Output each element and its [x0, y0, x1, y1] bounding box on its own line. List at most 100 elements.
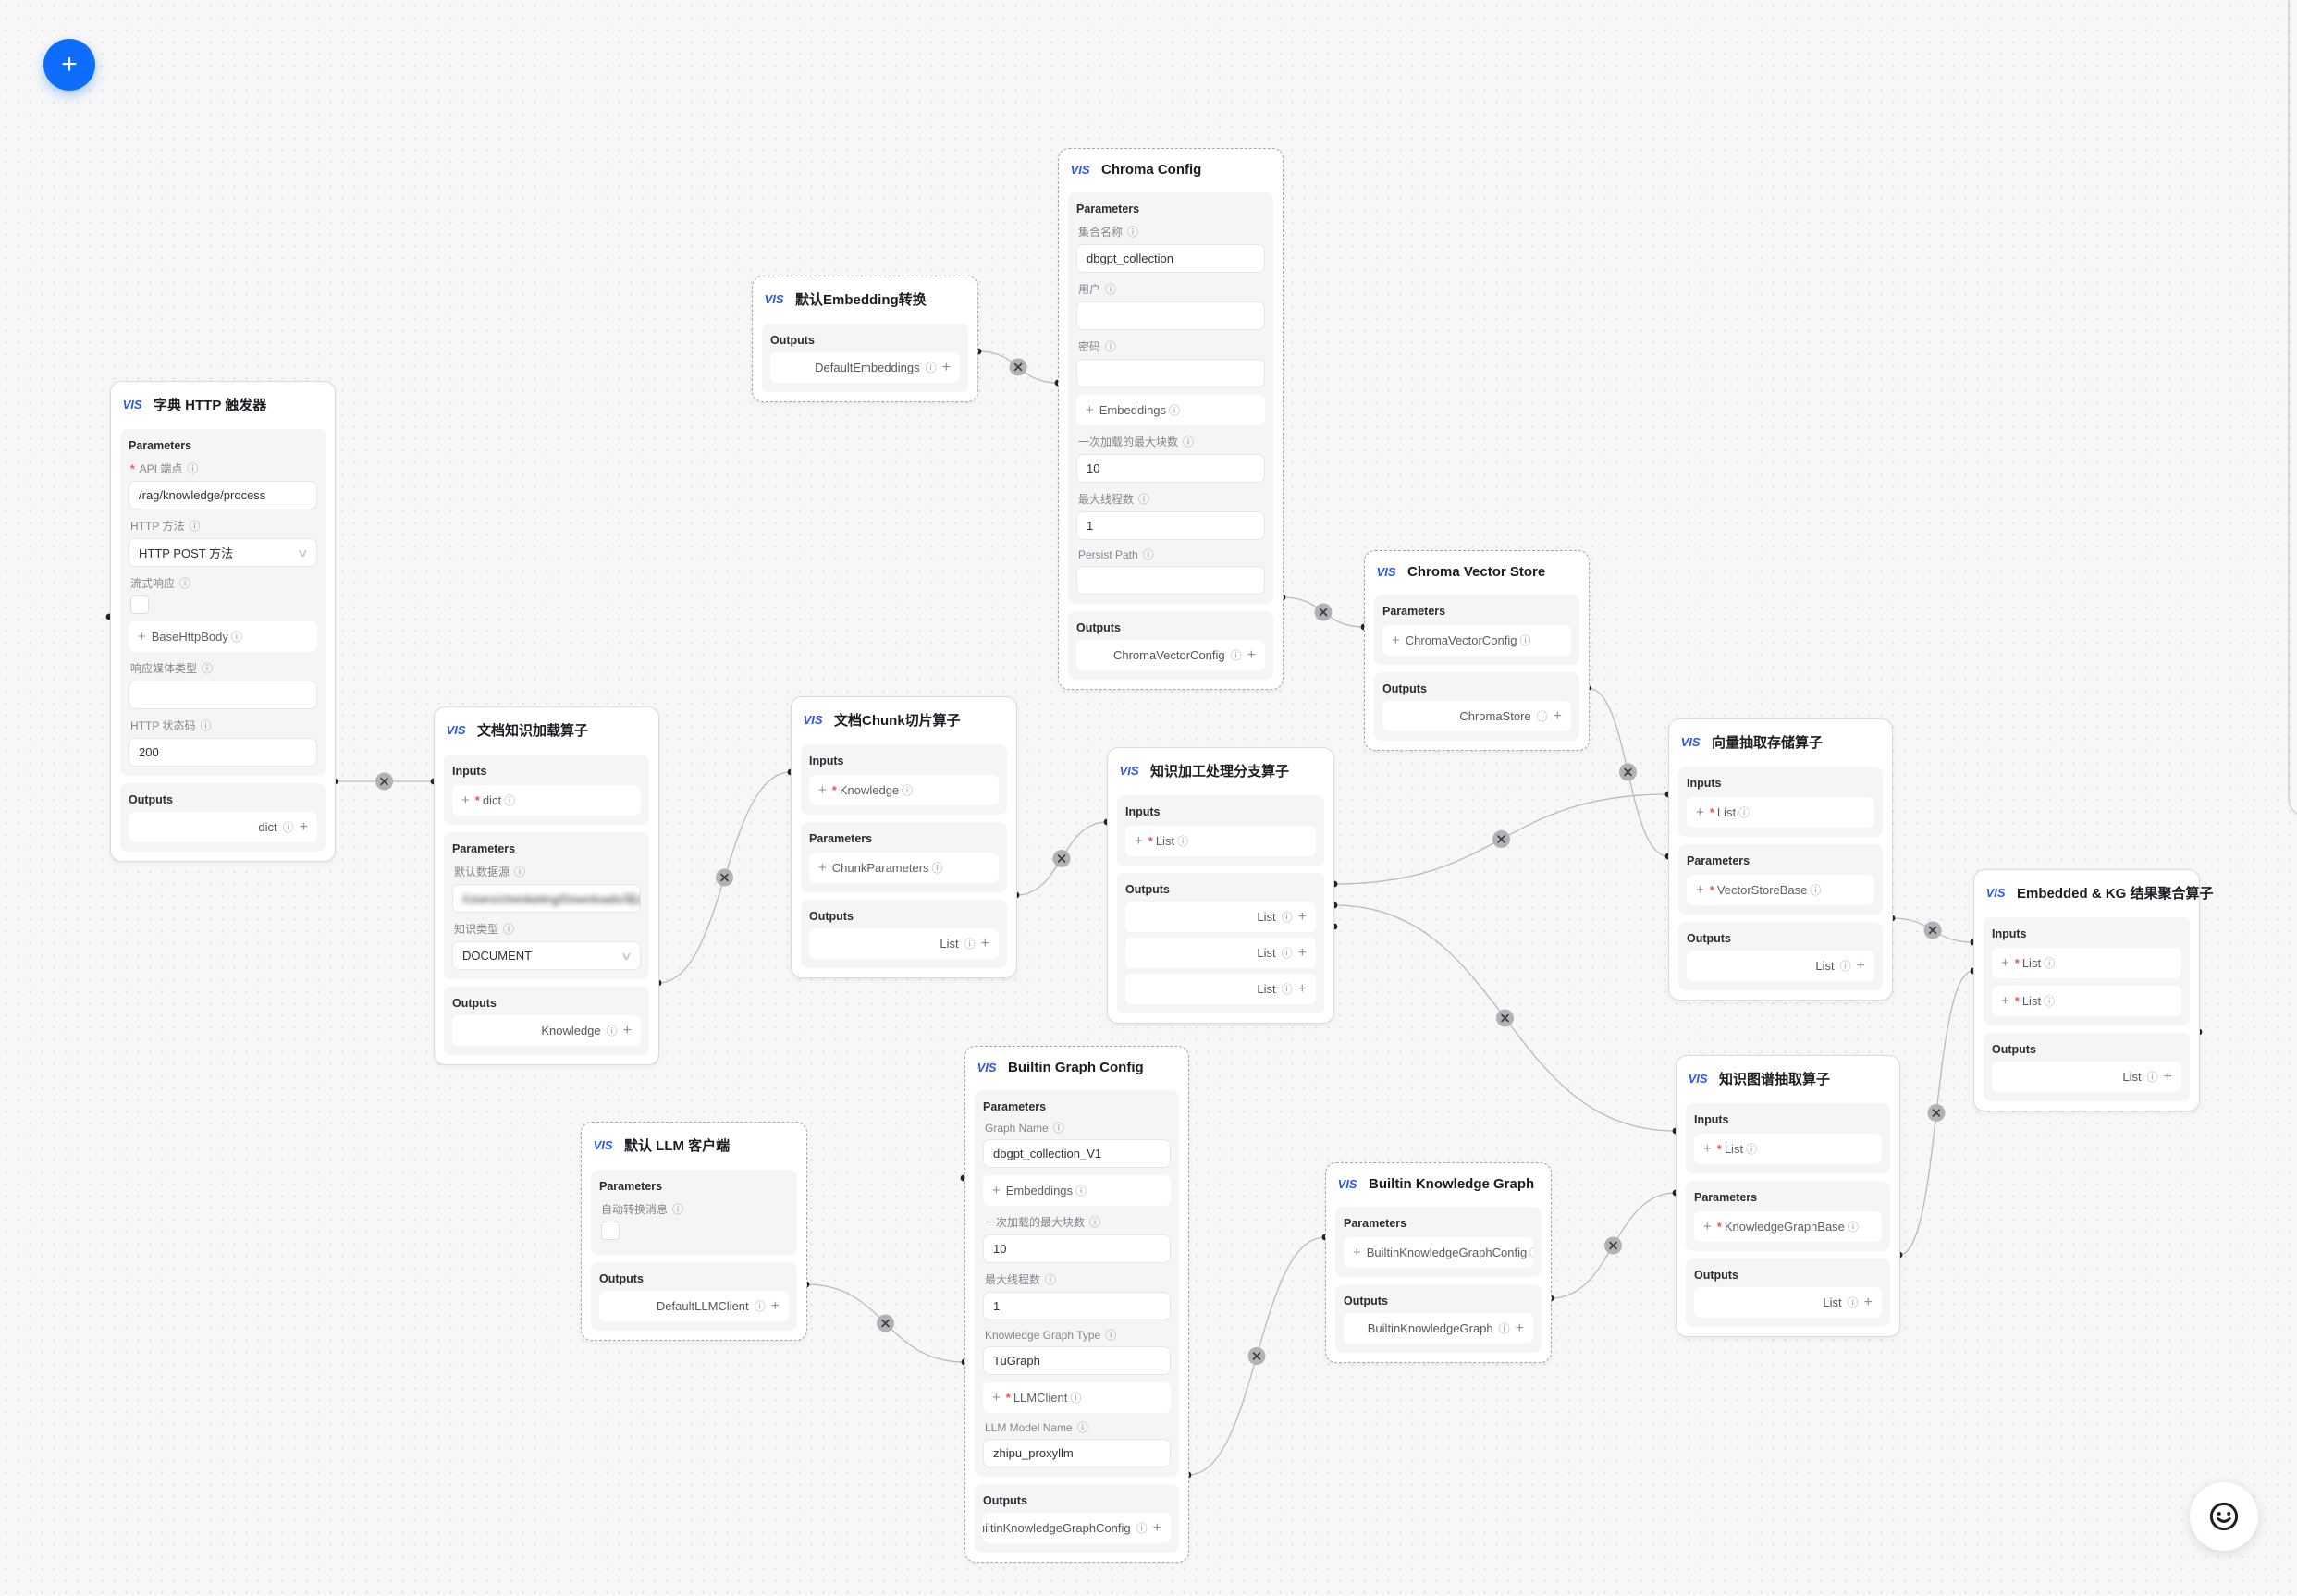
input-handle-embeddings[interactable]: +Embeddings ⓘ: [1076, 395, 1265, 425]
info-icon[interactable]: ⓘ: [504, 793, 516, 807]
info-icon[interactable]: ⓘ: [230, 630, 242, 644]
add-output-icon[interactable]: +: [299, 818, 308, 835]
info-icon[interactable]: ⓘ: [1045, 1272, 1057, 1286]
info-icon[interactable]: ⓘ: [1127, 225, 1139, 239]
edge-delete-button[interactable]: [1009, 358, 1027, 376]
input-handle-builtinknowledgegraphconfig[interactable]: +BuiltinKnowledgeGraphConfig ⓘ: [1344, 1237, 1533, 1268]
info-icon[interactable]: ⓘ: [282, 820, 294, 834]
info-icon[interactable]: ⓘ: [1105, 339, 1117, 353]
assistant-button[interactable]: [2190, 1482, 2258, 1551]
edge-delete-button[interactable]: [1496, 1009, 1514, 1027]
add-node-button[interactable]: +: [43, 39, 95, 91]
info-icon[interactable]: ⓘ: [931, 861, 943, 875]
edge-delete-button[interactable]: [1492, 830, 1510, 848]
info-icon[interactable]: ⓘ: [672, 1202, 684, 1216]
input-field[interactable]: [1076, 566, 1265, 595]
info-icon[interactable]: ⓘ: [189, 519, 201, 533]
info-icon[interactable]: ⓘ: [1105, 282, 1117, 296]
add-output-icon[interactable]: +: [770, 1297, 780, 1314]
info-icon[interactable]: ⓘ: [1142, 548, 1154, 561]
info-icon[interactable]: ⓘ: [1075, 1184, 1087, 1197]
input-handle-list[interactable]: +*List ⓘ: [1687, 797, 1874, 828]
input-field[interactable]: [129, 681, 317, 709]
info-icon[interactable]: ⓘ: [1230, 648, 1242, 662]
edge-delete-button[interactable]: [1604, 1236, 1622, 1255]
input-field[interactable]: dbgpt_collection: [1076, 244, 1265, 273]
info-icon[interactable]: ⓘ: [1498, 1321, 1510, 1335]
info-icon[interactable]: ⓘ: [902, 783, 914, 797]
checkbox[interactable]: [130, 595, 149, 614]
info-icon[interactable]: ⓘ: [606, 1024, 618, 1037]
select-field[interactable]: HTTP POST 方法∨: [129, 538, 317, 567]
edge-delete-button[interactable]: [1314, 603, 1333, 621]
edge-delete-button[interactable]: [877, 1314, 894, 1332]
add-output-icon[interactable]: +: [941, 359, 951, 375]
edge-delete-button[interactable]: [1619, 763, 1637, 781]
info-icon[interactable]: ⓘ: [1839, 959, 1851, 973]
add-output-icon[interactable]: +: [1553, 707, 1562, 724]
input-field[interactable]: 10: [983, 1234, 1171, 1263]
info-icon[interactable]: ⓘ: [514, 865, 526, 878]
input-field[interactable]: 1: [983, 1292, 1171, 1320]
input-handle-list[interactable]: +*List ⓘ: [1125, 826, 1316, 856]
add-output-icon[interactable]: +: [1297, 944, 1307, 961]
checkbox[interactable]: [601, 1222, 620, 1240]
add-output-icon[interactable]: +: [1297, 908, 1307, 925]
info-icon[interactable]: ⓘ: [1183, 435, 1195, 448]
input-handle-list[interactable]: +*List ⓘ: [1992, 948, 2181, 978]
input-field[interactable]: TuGraph: [983, 1346, 1171, 1375]
info-icon[interactable]: ⓘ: [964, 937, 976, 951]
input-handle-knowledge[interactable]: +*Knowledge ⓘ: [809, 775, 999, 805]
input-field[interactable]: [1076, 359, 1265, 387]
info-icon[interactable]: ⓘ: [1847, 1220, 1859, 1234]
info-icon[interactable]: ⓘ: [1810, 883, 1822, 897]
edge-delete-button[interactable]: [1923, 921, 1942, 939]
info-icon[interactable]: ⓘ: [1536, 709, 1548, 723]
info-icon[interactable]: ⓘ: [2044, 956, 2056, 970]
edge-delete-button[interactable]: [716, 868, 733, 887]
input-field[interactable]: 200: [129, 738, 317, 767]
info-icon[interactable]: ⓘ: [1136, 1521, 1148, 1535]
info-icon[interactable]: ⓘ: [1089, 1215, 1101, 1229]
input-field[interactable]: 10: [1076, 454, 1265, 483]
info-icon[interactable]: ⓘ: [1281, 982, 1293, 996]
add-output-icon[interactable]: +: [2163, 1068, 2172, 1085]
input-field[interactable]: 1: [1076, 511, 1265, 540]
info-icon[interactable]: ⓘ: [754, 1299, 766, 1313]
add-output-icon[interactable]: +: [1863, 1294, 1873, 1310]
info-icon[interactable]: ⓘ: [1076, 1421, 1088, 1434]
input-handle-vectorstorebase[interactable]: +*VectorStoreBase ⓘ: [1687, 875, 1874, 905]
info-icon[interactable]: ⓘ: [202, 661, 214, 675]
info-icon[interactable]: ⓘ: [2146, 1070, 2158, 1084]
input-handle-chunkparameters[interactable]: +ChunkParameters ⓘ: [809, 853, 999, 883]
add-output-icon[interactable]: +: [1247, 646, 1256, 663]
info-icon[interactable]: ⓘ: [1070, 1391, 1082, 1405]
input-handle-list[interactable]: +*List ⓘ: [1992, 986, 2181, 1016]
add-output-icon[interactable]: +: [1515, 1320, 1524, 1336]
add-output-icon[interactable]: +: [1297, 980, 1307, 997]
info-icon[interactable]: ⓘ: [187, 461, 199, 475]
add-output-icon[interactable]: +: [1856, 957, 1865, 974]
info-icon[interactable]: ⓘ: [2044, 994, 2056, 1008]
select-field[interactable]: DOCUMENT∨: [452, 941, 641, 970]
add-output-icon[interactable]: +: [622, 1022, 632, 1038]
info-icon[interactable]: ⓘ: [1738, 805, 1750, 819]
input-handle-dict[interactable]: +*dict ⓘ: [452, 785, 641, 816]
info-icon[interactable]: ⓘ: [1529, 1247, 1533, 1258]
